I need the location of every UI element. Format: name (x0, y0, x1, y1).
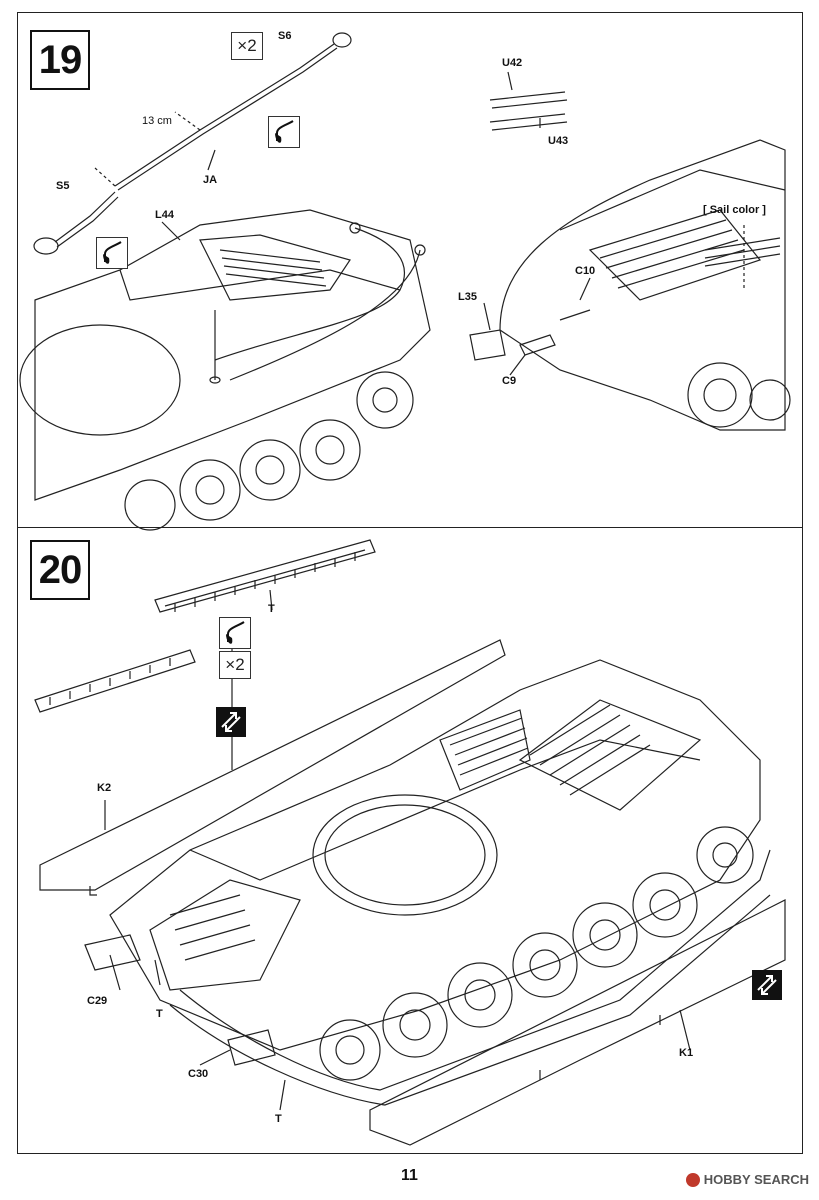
label-c10: C10 (575, 265, 596, 277)
flip-view-icon (216, 707, 246, 737)
glue-icon (219, 617, 251, 649)
step-number-19: 19 (30, 30, 90, 90)
label-t-mid: T (156, 1008, 163, 1020)
label-cable-length: 13 cm (142, 115, 172, 127)
hobby-search-logo-icon (685, 1172, 700, 1187)
label-t-top: T (268, 603, 275, 615)
label-k1: K1 (679, 1047, 694, 1059)
label-s6: S6 (278, 30, 292, 42)
step-number-20: 20 (30, 540, 90, 600)
flip-view-icon (752, 970, 782, 1000)
page-frame (17, 12, 803, 1154)
step20-illustration (34, 539, 786, 1146)
label-u43: U43 (548, 135, 569, 147)
glue-icon (96, 237, 128, 269)
step19-illustration (19, 32, 791, 531)
watermark-text: HOBBY SEARCH (703, 1172, 809, 1187)
label-c29: C29 (87, 995, 108, 1007)
label-c30: C30 (188, 1068, 209, 1080)
label-l44: L44 (155, 209, 174, 221)
label-sail-color: [ Sail color ] (703, 204, 766, 216)
multiplier-x2-step19: ×2 (231, 32, 263, 60)
watermark: HOBBY SEARCH (685, 1172, 809, 1187)
label-ja: JA (203, 174, 218, 186)
glue-icon (268, 116, 300, 148)
label-u42: U42 (502, 57, 523, 69)
label-l35: L35 (458, 291, 477, 303)
step-divider (17, 527, 803, 528)
label-c9: C9 (502, 375, 517, 387)
label-k2: K2 (97, 782, 112, 794)
label-t-bottom: T (275, 1113, 282, 1125)
page-number: 11 (401, 1167, 418, 1184)
label-s5: S5 (56, 180, 70, 192)
multiplier-x2-step20: ×2 (219, 651, 251, 679)
